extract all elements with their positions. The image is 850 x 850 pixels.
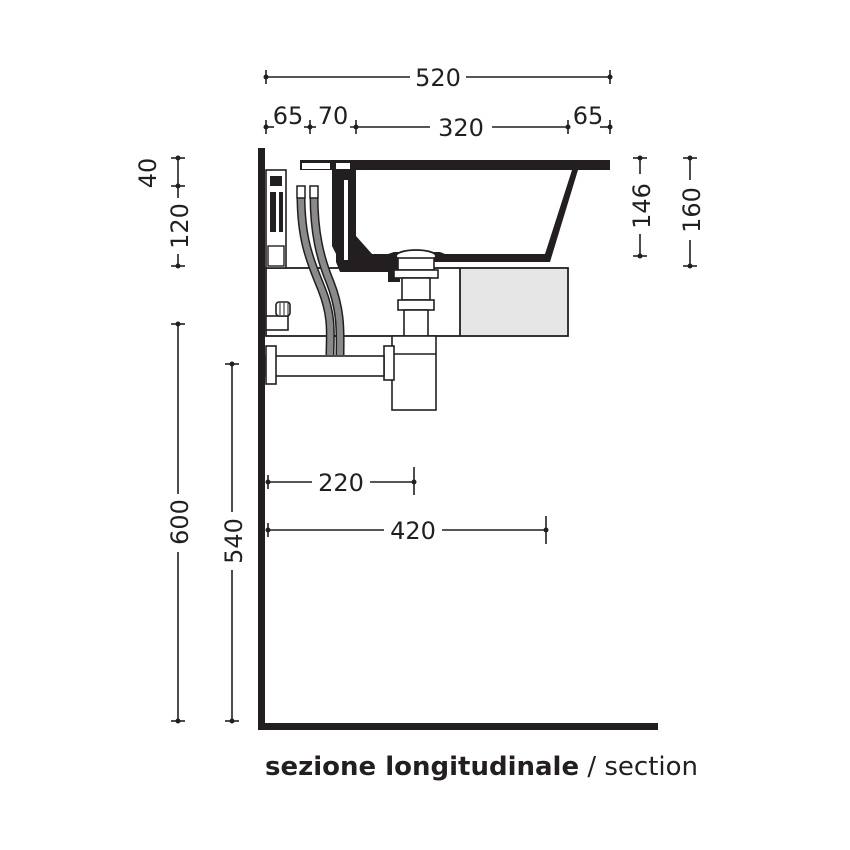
hoses: [296, 185, 345, 356]
label-520: 520: [415, 64, 461, 92]
drain-trap: [265, 249, 439, 411]
dim-cabinet-depth: 420: [265, 516, 549, 545]
caption-light: section: [604, 752, 698, 782]
floor: [258, 723, 658, 730]
label-120: 120: [166, 203, 194, 249]
label-40: 40: [134, 158, 162, 189]
caption: sezione longitudinale / section: [265, 752, 698, 782]
dim-partial-widths: 65 70 320 65: [263, 102, 613, 142]
label-65-right: 65: [573, 102, 604, 130]
label-220: 220: [318, 469, 364, 497]
dim-floor-to-outlet: 540: [220, 361, 248, 724]
tap-block: [265, 169, 356, 269]
dim-basin-height: 146 160: [628, 155, 706, 269]
angle-valve: [265, 301, 291, 331]
label-420: 420: [390, 517, 436, 545]
dim-overall-width: 520: [263, 64, 613, 92]
dim-rim-and-rear: 40 120: [134, 155, 194, 269]
wall: [258, 148, 265, 730]
label-540: 540: [220, 518, 248, 564]
label-70: 70: [318, 102, 349, 130]
label-65-left: 65: [273, 102, 304, 130]
label-160: 160: [678, 187, 706, 233]
label-146: 146: [628, 183, 656, 229]
dim-outlet-distance: 220: [265, 467, 417, 497]
caption-separator: /: [579, 752, 604, 782]
label-320: 320: [438, 114, 484, 142]
dim-floor-to-top: 600: [166, 321, 194, 724]
label-600: 600: [166, 499, 194, 545]
caption-bold: sezione longitudinale: [265, 752, 579, 782]
